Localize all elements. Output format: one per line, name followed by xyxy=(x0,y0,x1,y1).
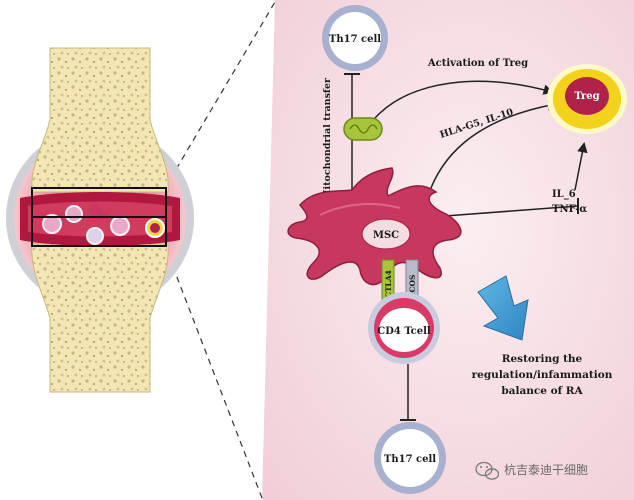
mitochondria-cristae xyxy=(349,124,378,134)
zoom-line-top xyxy=(164,1,276,189)
restoring-arrow xyxy=(477,275,529,341)
highlight-box-bottom xyxy=(31,216,167,247)
mito-transfer-label: Mitochondrial transfer xyxy=(322,77,333,200)
joint-cell xyxy=(86,227,104,245)
tnf-label: TNF-α xyxy=(552,204,587,215)
msc-nucleus xyxy=(361,218,411,250)
msc-cell: MSC xyxy=(287,167,462,286)
watermark-text: 杭吉泰迪干细胞 xyxy=(504,462,588,477)
th17-cell-bottom: Th17 cell xyxy=(374,422,446,494)
msc-label: MSC xyxy=(373,230,399,241)
joint-cell xyxy=(65,205,83,223)
activation-label: Activation of Treg xyxy=(427,58,528,69)
joint-cell xyxy=(42,214,62,234)
arrow-hla-il10 xyxy=(427,100,559,197)
arrow-activation-treg xyxy=(374,80,555,119)
th17-top-label: Th17 cell xyxy=(329,34,381,45)
treg-nucleus xyxy=(565,77,609,115)
joint-cell xyxy=(110,216,130,236)
th17-cell-top: Th17 cell xyxy=(322,5,388,71)
joint-treg-core xyxy=(150,223,160,233)
th17-bottom-body xyxy=(381,429,439,487)
cd4-label: CD4 Tcell xyxy=(377,326,431,337)
treg-label: Treg xyxy=(574,91,599,102)
upper-bone xyxy=(31,47,169,193)
cd4-body xyxy=(379,308,429,352)
wechat-icon xyxy=(475,461,500,480)
line-il6-inhibit xyxy=(444,205,579,217)
restore-line-1: Restoring the xyxy=(502,353,583,365)
icos-label: ICOS xyxy=(408,275,417,296)
restore-line-2: regulation/infammation xyxy=(472,369,613,381)
th17-top-body xyxy=(329,12,381,64)
mitochondria-body xyxy=(343,117,383,141)
joint-illustration xyxy=(6,47,194,393)
treg-cell: Treg xyxy=(547,64,627,134)
il6-label: IL_6 xyxy=(552,189,576,200)
msc-highlight xyxy=(319,203,401,216)
th17-bottom-label: Th17 cell xyxy=(384,454,436,465)
arrow-il6-treg xyxy=(574,141,588,191)
lower-bone xyxy=(31,243,169,393)
cd4-tcell: CD4 Tcell xyxy=(368,292,440,364)
joint-msc xyxy=(88,202,112,220)
ctla4-label: CTLA4 xyxy=(384,270,393,298)
mitochondria xyxy=(343,117,383,141)
zoom-line-bottom xyxy=(164,245,263,499)
watermark: 杭吉泰迪干细胞 xyxy=(475,461,588,480)
connections xyxy=(344,73,588,421)
restore-line-3: balance of RA xyxy=(501,385,583,397)
